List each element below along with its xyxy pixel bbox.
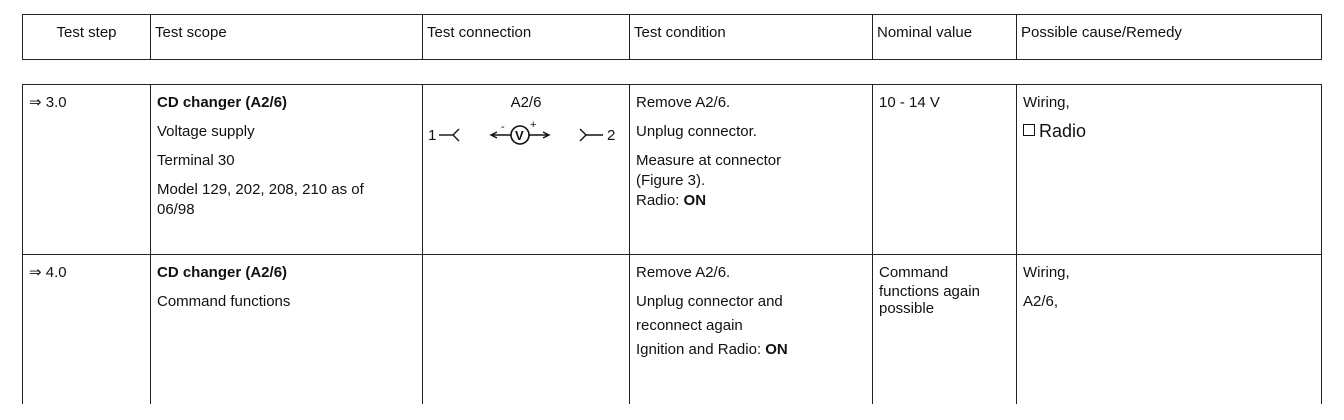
connection-cell xyxy=(422,255,629,404)
plus-sign: + xyxy=(530,119,536,131)
scope-line: 06/98 xyxy=(157,201,195,218)
header-test-step: Test step xyxy=(56,24,117,41)
condition-line: Radio: ON xyxy=(636,192,707,209)
header-test-condition: Test condition xyxy=(629,15,872,59)
pin-right-label: 2 xyxy=(607,127,615,144)
table-header: Test step Test scope Test connection Tes… xyxy=(22,14,1322,60)
voltmeter-connection-icon: 1 - V + 2 xyxy=(428,119,615,145)
cause-line: A2/6, xyxy=(1023,293,1059,310)
cause-line: Wiring, xyxy=(1023,94,1070,111)
header-possible-cause: Possible cause/Remedy xyxy=(1016,15,1321,59)
step-cell: ⇒ 3.0 xyxy=(23,85,150,254)
radio-link[interactable]: Radio xyxy=(1023,121,1317,141)
condition-line: Remove A2/6. xyxy=(636,264,731,281)
condition-line: reconnect again xyxy=(636,317,743,334)
condition-cell: Remove A2/6. Unplug connector. Measure a… xyxy=(629,85,872,254)
scope-cell: CD changer (A2/6) Command functions xyxy=(150,255,422,404)
scope-cell: CD changer (A2/6) Voltage supply Termina… xyxy=(150,85,422,254)
component-ref: A2/6 xyxy=(510,94,542,111)
nominal-line: possible xyxy=(879,300,935,317)
condition-line: (Figure 3). xyxy=(636,172,706,189)
nominal-value: 10 - 14 V xyxy=(879,94,940,111)
scope-line: Model 129, 202, 208, 210 as of xyxy=(157,181,364,198)
cause-line: Wiring, xyxy=(1023,264,1070,281)
condition-line: Remove A2/6. xyxy=(636,94,731,111)
condition-line: Unplug connector. xyxy=(636,123,757,140)
header-nominal-value: Nominal value xyxy=(872,15,1016,59)
scope-line: Command functions xyxy=(157,293,291,310)
step-number: ⇒ 4.0 xyxy=(29,264,67,281)
nominal-line: functions again xyxy=(879,283,980,300)
table-row: ⇒ 3.0 CD changer (A2/6) Voltage supply T… xyxy=(22,84,1322,255)
scope-line: Voltage supply xyxy=(157,123,255,140)
nominal-line: Command xyxy=(879,264,949,281)
table-row: ⇒ 4.0 CD changer (A2/6) Command function… xyxy=(22,255,1322,404)
cause-cell: Wiring, Radio xyxy=(1016,85,1321,254)
condition-on: ON xyxy=(683,192,707,209)
pin-left-label: 1 xyxy=(428,127,436,144)
condition-line: Ignition and Radio: ON xyxy=(636,341,788,358)
voltmeter-symbol: V xyxy=(515,128,524,143)
connection-cell: A2/6 1 - V + 2 xyxy=(422,85,629,254)
cause-cell: Wiring, A2/6, xyxy=(1016,255,1321,404)
condition-line: Measure at connector xyxy=(636,152,782,169)
header-test-scope: Test scope xyxy=(150,15,422,59)
scope-line: Terminal 30 xyxy=(157,152,235,169)
header-test-connection: Test connection xyxy=(422,15,629,59)
radio-link-label: Radio xyxy=(1039,121,1087,141)
condition-line: Unplug connector and xyxy=(636,293,783,310)
nominal-cell: Command functions again possible xyxy=(872,255,1016,404)
minus-sign: - xyxy=(501,121,505,133)
step-cell: ⇒ 4.0 xyxy=(23,255,150,404)
nominal-cell: 10 - 14 V xyxy=(872,85,1016,254)
scope-title: CD changer (A2/6) xyxy=(157,94,288,111)
scope-title: CD changer (A2/6) xyxy=(157,264,288,281)
checkbox-icon xyxy=(1023,124,1035,136)
condition-cell: Remove A2/6. Unplug connector and reconn… xyxy=(629,255,872,404)
step-number: ⇒ 3.0 xyxy=(29,94,67,111)
condition-on: ON xyxy=(765,341,788,358)
voltage-measurement-diagram: A2/6 1 - V + 2 xyxy=(423,93,629,153)
